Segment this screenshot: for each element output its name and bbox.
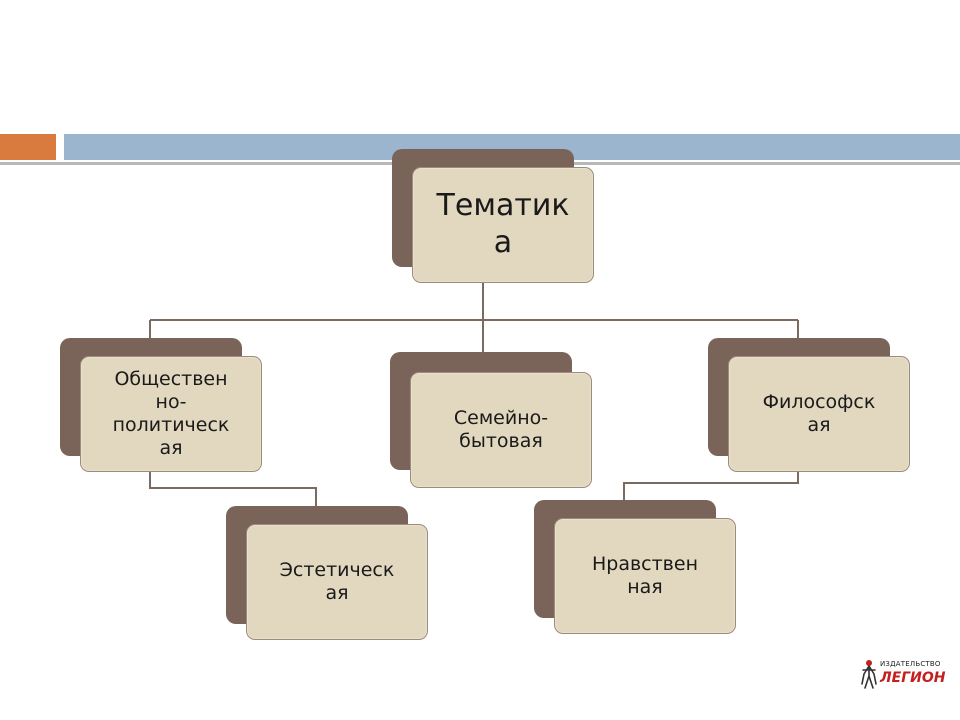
node-aesthetic-label: Эстетическ ая bbox=[279, 558, 395, 604]
node-root-topic: Тематик а bbox=[392, 149, 594, 283]
node-family-everyday-label: Семейно- бытовая bbox=[453, 406, 549, 452]
node-socio-political: Обществен но- политическ ая bbox=[60, 338, 262, 472]
node-moral: Нравствен ная bbox=[534, 500, 736, 634]
node-socio-political-label: Обществен но- политическ ая bbox=[112, 367, 230, 460]
connector-root-to-branches bbox=[149, 283, 799, 352]
legion-logo-icon bbox=[861, 660, 877, 689]
logo-main-text: ЛЕГИОН bbox=[880, 670, 946, 686]
node-philosophical: Философск ая bbox=[708, 338, 910, 472]
header-accent-orange bbox=[0, 134, 56, 160]
logo-small-text: ИЗДАТЕЛЬСТВО bbox=[880, 660, 941, 668]
node-aesthetic: Эстетическ ая bbox=[226, 506, 428, 640]
node-philosophical-label: Философск ая bbox=[762, 390, 876, 436]
node-family-everyday: Семейно- бытовая bbox=[390, 352, 592, 488]
node-moral-label: Нравствен ная bbox=[591, 552, 698, 598]
node-root-label: Тематик а bbox=[436, 188, 570, 260]
connector-social-to-aesthetic bbox=[149, 472, 317, 506]
publisher-logo: ИЗДАТЕЛЬСТВО ЛЕГИОН bbox=[858, 656, 950, 694]
connector-philosophy-to-moral bbox=[623, 472, 799, 500]
